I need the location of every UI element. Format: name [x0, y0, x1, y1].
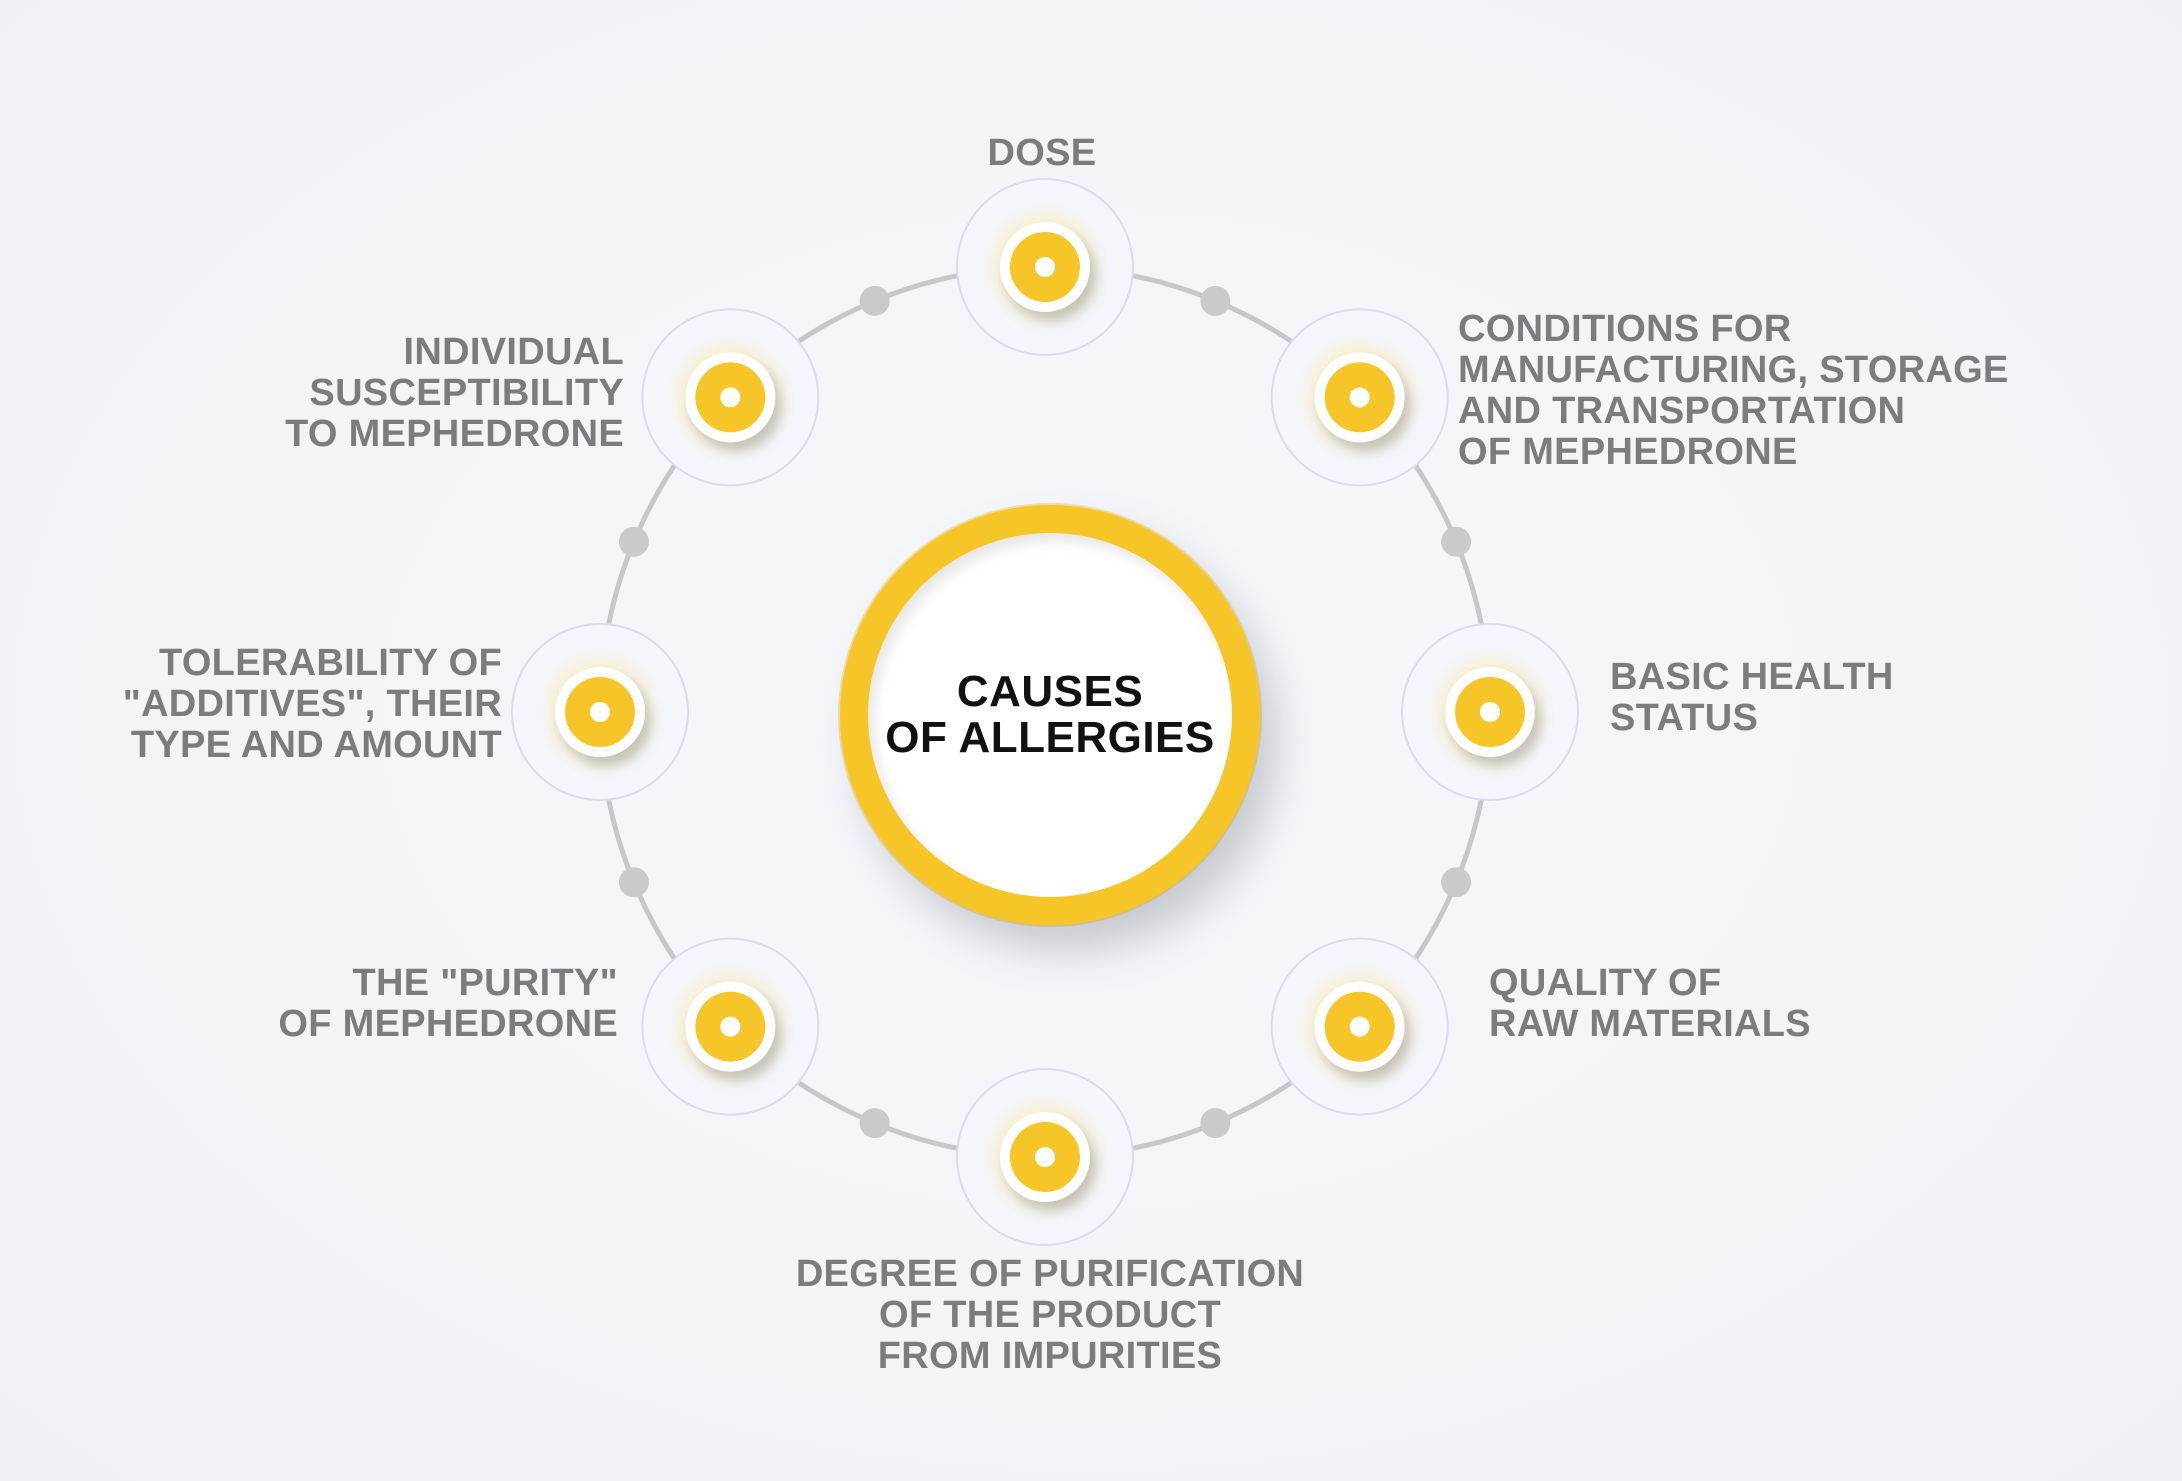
center-title: CAUSES OF ALLERGIES: [885, 667, 1215, 762]
connector-dot: [1200, 285, 1231, 316]
connector-dot: [859, 285, 890, 316]
node-marker-quality: [1270, 937, 1449, 1116]
label-quality-raw-materials: QUALITY OF RAW MATERIALS: [1489, 962, 1811, 1045]
node-marker-conditions: [1270, 308, 1449, 487]
connector-dot: [618, 867, 649, 898]
node-marker-susceptibility: [641, 308, 820, 487]
node-marker-purity: [641, 937, 820, 1116]
center-inner-disc: CAUSES OF ALLERGIES: [868, 533, 1232, 897]
label-individual-susceptibility: INDIVIDUAL SUSCEPTIBILITY TO MEPHEDRONE: [285, 331, 624, 455]
connector-dot: [1441, 526, 1472, 557]
label-degree-of-purification: DEGREE OF PURIFICATION OF THE PRODUCT FR…: [795, 1253, 1305, 1377]
node-marker-tolerability: [511, 623, 689, 801]
connector-dot: [859, 1108, 890, 1139]
label-tolerability: TOLERABILITY OF "ADDITIVES", THEIR TYPE …: [122, 642, 502, 766]
label-conditions: CONDITIONS FOR MANUFACTURING, STORAGE AN…: [1458, 308, 2009, 473]
label-basic-health: BASIC HEALTH STATUS: [1610, 656, 1894, 739]
label-purity: THE "PURITY" OF MEPHEDRONE: [278, 962, 618, 1045]
label-dose: DOSE: [987, 132, 1097, 174]
connector-dot: [618, 526, 649, 557]
connector-dot: [1200, 1108, 1231, 1139]
node-marker-dose: [956, 178, 1134, 356]
connector-dot: [1441, 867, 1472, 898]
center-circle: CAUSES OF ALLERGIES: [840, 505, 1260, 925]
node-marker-purification: [956, 1068, 1134, 1246]
node-marker-health: [1401, 623, 1579, 801]
